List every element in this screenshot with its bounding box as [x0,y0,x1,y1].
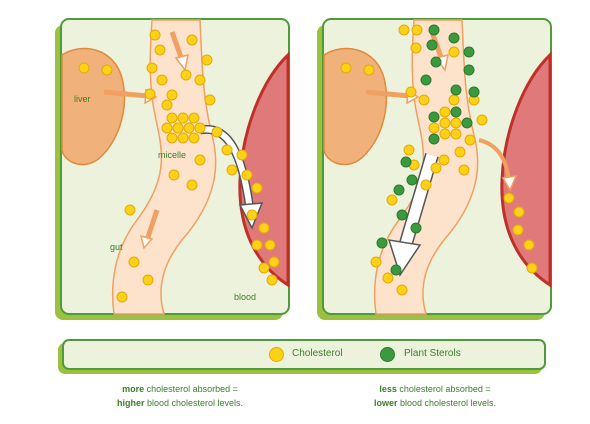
liver-shape [61,47,126,166]
left-caption-rest2: blood cholesterol levels. [146,398,244,408]
legend-plant-sterols-label: Plant Sterols [404,348,461,359]
blood-label: blood [234,292,256,302]
cholesterol-particles [78,29,280,303]
right-caption-bold2: lower [373,398,398,408]
small-absorption-arrow [478,138,511,181]
cholesterol-swatch [269,347,284,362]
right-caption: less cholesterol absorbed = lower blood … [325,382,545,410]
plant-sterol-particles [376,24,480,276]
excretion-arrow-inner [398,153,438,252]
excretion-arrow-head [387,239,422,277]
micelle-cluster [161,112,206,144]
gut-label: gut [110,242,123,252]
right-diagram [317,18,552,320]
right-caption-rest1: cholesterol absorbed = [399,384,491,394]
left-panel: liver micelle gut blood [52,0,292,322]
micelle-cluster-yellow [428,106,462,140]
small-absorption-arrow-head [501,175,518,192]
legend-cholesterol-label: Cholesterol [292,348,343,359]
legend: Cholesterol Plant Sterols [62,339,546,370]
micelle-label: micelle [158,150,186,160]
left-caption: more cholesterol absorbed = higher blood… [70,382,290,410]
right-panel [314,0,554,322]
cholesterol-particles [340,24,538,296]
liver-arrow [365,89,411,99]
left-caption-bold2: higher [116,398,145,408]
left-caption-bold1: more [122,384,145,394]
left-diagram: liver micelle gut blood [55,18,290,320]
gut-arrow-bottom-head [139,234,154,250]
liver-shape [323,47,388,166]
liver-arrow [103,89,149,99]
right-caption-rest2: blood cholesterol levels. [399,398,497,408]
plant-sterol-swatch [380,347,395,362]
micelle-cluster-green [428,106,473,145]
absorption-arrow-inner [199,126,253,211]
liver-label: liver [74,94,91,104]
gut-shape [111,19,217,315]
left-caption-rest1: cholesterol absorbed = [146,384,238,394]
right-caption-bold1: less [379,384,397,394]
gut-arrow-top [169,31,185,61]
gut-arrow-top-head [174,53,189,72]
gut-arrow-bottom [144,209,160,241]
